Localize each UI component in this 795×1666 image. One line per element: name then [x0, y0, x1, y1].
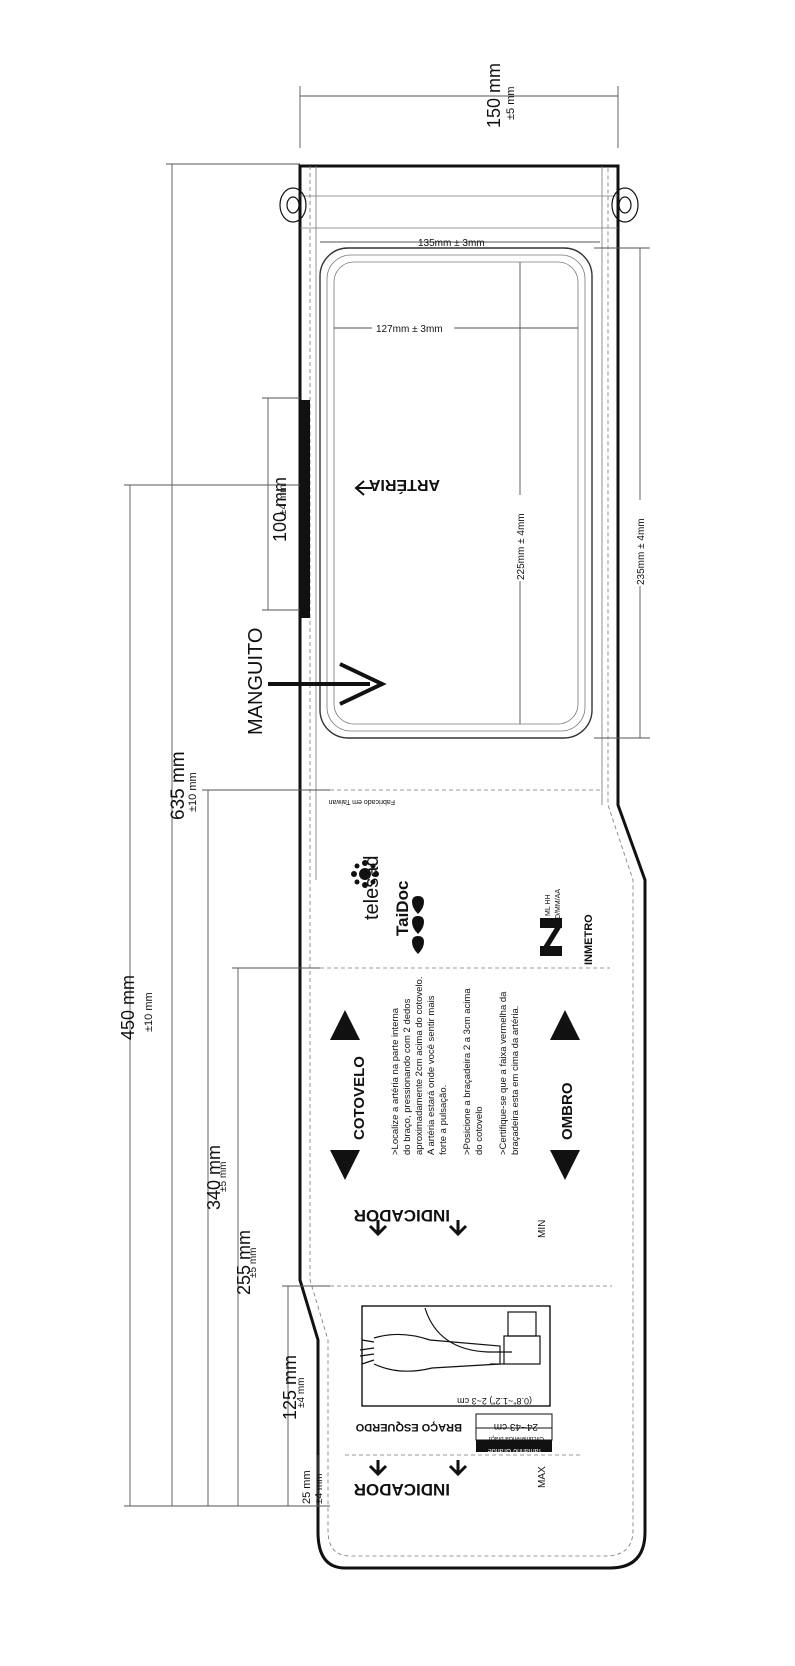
len-255-tol: ±5 mm — [248, 1248, 259, 1279]
inmetro-text: INMETRO — [583, 914, 595, 965]
width-tolerance: ±5 mm — [505, 86, 517, 120]
manguito-label: MANGUITO — [245, 628, 267, 735]
indicador-min-label: INDICADOR — [354, 1206, 450, 1225]
len-125-label: 125 mm — [280, 1355, 300, 1420]
artery-band-dimension: 100 mm ±4 mm — [262, 397, 300, 611]
instruction1-line5: forte a pulsação. — [438, 1085, 449, 1155]
telesad-flower-icon — [351, 860, 379, 888]
ombro-label: OMBRO — [559, 1082, 576, 1140]
inmetro-code2: DD/MM/AA — [555, 889, 562, 924]
inmetro-code1: ML HH — [545, 894, 552, 916]
width-label: 150 mm — [484, 63, 504, 128]
heart-icons — [412, 896, 424, 954]
instruction1-line4: A artéria estará onde você sentir mais — [426, 995, 437, 1155]
inmetro-logo: INMETRO ML HH DD/MM/AA — [540, 889, 595, 965]
arteria-marker: ARTÉRIA — [354, 476, 440, 496]
telesad-logo: telesad — [351, 856, 383, 920]
braco-label: BRAÇO ESQUERDO — [355, 1421, 462, 1433]
size-text: Tamanho Grande — [488, 1447, 542, 1454]
size-label: BRAÇO ESQUERDO 24~43 cm Circunferência b… — [355, 1413, 553, 1454]
len-25-tol: ±4 mm — [314, 1474, 325, 1505]
instruction3-line2: braçadeira esta em cima da artéria. — [510, 1006, 521, 1155]
instruction2-line2: do cotovelo — [474, 1106, 485, 1155]
range-label: 24~43 cm — [494, 1421, 538, 1432]
len-340-label: 340 mm — [204, 1145, 224, 1210]
instruction1-line2: do braço, pressionando com 2 dedos — [402, 998, 413, 1155]
arm-pictogram: (0.8"~1.2") 2~3 cm — [359, 1305, 551, 1407]
total-len-tol: ±10 mm — [187, 772, 199, 812]
cuff-body — [279, 164, 647, 1570]
measure-hint: (0.8"~1.2") 2~3 cm — [457, 1396, 532, 1406]
instructions: >Localize a artéria na parte interna do … — [390, 977, 521, 1155]
taidoc-logo: TaiDoc — [393, 881, 424, 954]
manguito-callout: MANGUITO — [245, 628, 387, 735]
instruction1-line1: >Localize a artéria na parte interna — [390, 1007, 401, 1155]
instruction2-line1: >Posicione a braçadeira 2 a 3cm acima — [462, 988, 473, 1155]
length-dimensions: 635 mm ±10 mm 450 mm ±10 mm 340 mm ±5 mm… — [118, 163, 330, 1507]
indicador-max-label: INDICADOR — [354, 1480, 450, 1499]
bladder-235-label: 235mm ± 4mm — [636, 518, 647, 585]
bladder: 135mm ± 3mm 127mm ± 3mm 225mm ± 4mm 235m… — [319, 238, 650, 739]
len-255-label: 255 mm — [234, 1230, 254, 1295]
total-len-label: 635 mm — [168, 751, 189, 820]
instruction1-line3: aproximadamente 2cm acima do cotovelo. — [414, 977, 425, 1155]
min-label: MIN — [537, 1220, 548, 1238]
width-dimension: 150 mm ±5 mm — [299, 63, 619, 148]
taidoc-text: TaiDoc — [393, 881, 412, 936]
bladder-127-label: 127mm ± 3mm — [376, 324, 443, 335]
bladder-225-label: 225mm ± 4mm — [516, 513, 527, 580]
len-25-label: 25 mm — [301, 1470, 313, 1504]
indicador-max: INDICADOR MAX — [354, 1460, 548, 1499]
len-450-tol: ±10 mm — [143, 992, 155, 1032]
instruction3-line1: >Certifique-se que a faixa vermelha da — [498, 991, 509, 1155]
indicador-min: INDICADOR MIN — [354, 1206, 548, 1238]
bladder-135-label: 135mm ± 3mm — [418, 238, 485, 249]
max-label: MAX — [537, 1466, 548, 1488]
len-100-label: 100 mm — [270, 477, 290, 542]
ombro-marker: OMBRO — [550, 1010, 580, 1180]
cotovelo-label: COTOVELO — [351, 1056, 368, 1140]
len-450-label: 450 mm — [118, 975, 138, 1040]
artery-band — [300, 400, 310, 618]
arteria-label: ARTÉRIA — [368, 476, 440, 495]
cotovelo-marker: COTOVELO — [330, 1010, 368, 1180]
len-125-tol: ±4 mm — [296, 1378, 307, 1409]
fabricado-label: Fabricado em Taiwan — [328, 798, 395, 805]
len-340-tol: ±5 mm — [218, 1162, 229, 1193]
circ-label: Circunferência braço — [488, 1435, 544, 1441]
len-100-tol: ±4 mm — [278, 485, 289, 516]
